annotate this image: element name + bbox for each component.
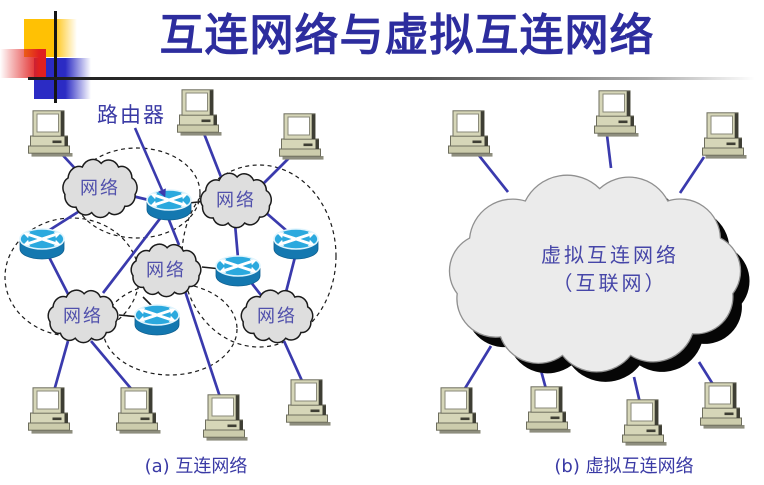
- network-link: [47, 210, 79, 233]
- computer-icon: [279, 113, 324, 161]
- dashed-group-outline: [102, 282, 238, 376]
- router-icon: [18, 227, 66, 261]
- computer-icon: [622, 399, 667, 447]
- accent-vertical-line: [54, 11, 57, 103]
- computer-icon: [448, 110, 493, 158]
- caption-b: (b) 虚拟互连网络: [554, 456, 694, 477]
- computer-icon: [28, 110, 73, 158]
- computer-icon: [28, 387, 73, 435]
- router-arrowhead: [158, 188, 166, 198]
- accent-red-square: [0, 49, 46, 78]
- network-link: [678, 156, 706, 194]
- router-icon: [145, 188, 193, 222]
- network-cloud-label: 网络: [80, 178, 120, 199]
- router-label: 路由器: [97, 103, 166, 127]
- computer-icon: [436, 387, 481, 435]
- network-link: [263, 209, 288, 233]
- network-link: [475, 152, 510, 193]
- network-link: [284, 256, 297, 293]
- slide-title: 互连网络与虚拟互连网络: [159, 10, 655, 61]
- accent-horizontal-rule: [28, 77, 755, 80]
- dashed-group-outline: [73, 147, 201, 239]
- network-link: [52, 340, 70, 392]
- network-cloud-label: 网络: [257, 306, 297, 327]
- network-cloud-label: 网络: [63, 306, 103, 327]
- router-icon: [214, 254, 262, 288]
- network-link: [632, 376, 642, 404]
- router-arrow: [133, 127, 164, 191]
- network-link: [46, 254, 70, 295]
- router-icon: [133, 303, 181, 337]
- computer-icon: [116, 387, 161, 435]
- network-link: [462, 345, 493, 391]
- network-link: [89, 340, 135, 392]
- internet-cloud-label-line1: 虚拟互连网络: [541, 243, 679, 267]
- computer-icon: [177, 89, 222, 137]
- network-cloud-label: 网络: [146, 260, 186, 281]
- computer-icon: [203, 394, 248, 442]
- network-link: [233, 223, 240, 259]
- network-link: [101, 215, 164, 294]
- network-link: [182, 287, 222, 398]
- caption-a: (a) 互连网络: [144, 456, 248, 477]
- network-link: [201, 130, 223, 178]
- internet-cloud-label-line2: （互联网）: [553, 271, 668, 295]
- computer-icon: [526, 386, 571, 434]
- network-link: [697, 361, 716, 387]
- router-icon: [272, 227, 320, 261]
- network-link: [282, 340, 305, 384]
- computer-icon: [594, 90, 639, 138]
- computer-icon: [700, 382, 745, 430]
- network-cloud-label: 网络: [216, 190, 256, 211]
- network-link: [605, 134, 613, 169]
- computer-icon: [702, 112, 747, 160]
- computer-icon: [286, 379, 331, 427]
